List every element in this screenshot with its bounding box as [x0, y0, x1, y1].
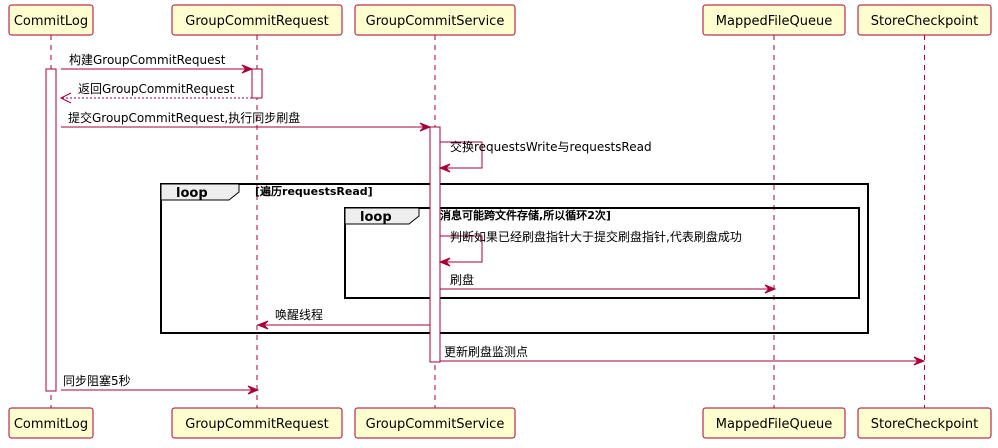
message-label: 构建GroupCommitRequest [69, 52, 226, 67]
participant-label: GroupCommitService [366, 14, 505, 29]
participant-gcs-bottom: GroupCommitService [354, 407, 516, 439]
message-m7: 唤醒线程 [256, 307, 430, 330]
frame-condition: [遍历requestsRead] [255, 184, 373, 198]
participant-gcs-top: GroupCommitService [354, 4, 516, 36]
frame-tab [160, 183, 240, 201]
message-label: 判断如果已经刷盘指针大于提交刷盘指针,代表刷盘成功 [450, 229, 742, 244]
message-m6: 刷盘 [440, 272, 777, 294]
participant-label: GroupCommitRequest [185, 14, 328, 29]
message-label: 同步阻塞5秒 [63, 373, 131, 388]
participant-box [702, 4, 846, 36]
participant-box [857, 407, 992, 439]
arrow-head [241, 64, 254, 74]
arrow-head [438, 163, 451, 173]
participant-scp-top: StoreCheckpoint [857, 4, 992, 36]
arrow-head [438, 257, 451, 267]
participant-label: StoreCheckpoint [871, 14, 979, 29]
arrow-head [913, 356, 926, 366]
frame-keyword: loop [360, 210, 392, 225]
participant-label: CommitLog [14, 417, 88, 432]
message-label: 返回GroupCommitRequest [78, 82, 235, 96]
participant-label: StoreCheckpoint [871, 417, 979, 432]
activation-bar-gcr [251, 68, 263, 99]
participant-label: CommitLog [14, 14, 88, 29]
message-m8: 更新刷盘监测点 [440, 344, 926, 366]
arrow-head [59, 92, 72, 104]
message-label: 唤醒线程 [275, 307, 323, 322]
participant-commitlog-top: CommitLog [8, 4, 94, 36]
frame-tab [344, 207, 420, 225]
frame-condition: [消息可能跨文件存储,所以循环2次] [435, 208, 611, 222]
loop-frame-inner: loop [消息可能跨文件存储,所以循环2次] [344, 207, 860, 299]
participant-label: GroupCommitService [366, 417, 505, 432]
message-m9: 同步阻塞5秒 [61, 373, 260, 395]
participant-box [354, 4, 516, 36]
frame-border [344, 207, 860, 299]
participant-box [171, 4, 343, 36]
message-line [440, 141, 483, 169]
message-label: 提交GroupCommitRequest,执行同步刷盘 [68, 110, 300, 125]
message-m1: 构建GroupCommitRequest [61, 52, 254, 74]
message-m2: 返回GroupCommitRequest [59, 82, 252, 104]
arrow-head [247, 385, 260, 395]
participant-box [857, 4, 992, 36]
message-m4: 交换requestsWrite与requestsRead [438, 139, 652, 173]
participant-label: MappedFileQueue [716, 417, 832, 432]
participant-gcr-top: GroupCommitRequest [171, 4, 343, 36]
arrow-head [419, 122, 432, 132]
message-line [440, 235, 483, 263]
participant-box [8, 407, 94, 439]
participant-label: MappedFileQueue [716, 14, 832, 29]
message-m3: 提交GroupCommitRequest,执行同步刷盘 [61, 110, 432, 132]
participant-box [354, 407, 516, 439]
message-m5: 判断如果已经刷盘指针大于提交刷盘指针,代表刷盘成功 [438, 229, 742, 267]
participant-commitlog-bottom: CommitLog [8, 407, 94, 439]
arrow-head [256, 320, 269, 330]
message-label: 刷盘 [450, 272, 474, 287]
arrow-head [764, 284, 777, 294]
message-label: 更新刷盘监测点 [444, 344, 528, 359]
message-label: 交换requestsWrite与requestsRead [450, 139, 652, 154]
frame-keyword: loop [176, 186, 208, 201]
participant-scp-bottom: StoreCheckpoint [857, 407, 992, 439]
participant-box [8, 4, 94, 36]
participant-mfq-top: MappedFileQueue [702, 4, 846, 36]
loop-frame-outer: loop [遍历requestsRead] [160, 183, 869, 334]
participant-gcr-bottom: GroupCommitRequest [171, 407, 343, 439]
participant-box [171, 407, 343, 439]
activation-bar-gcs [429, 126, 441, 363]
participant-label: GroupCommitRequest [185, 417, 328, 432]
participant-mfq-bottom: MappedFileQueue [702, 407, 846, 439]
participant-box [702, 407, 846, 439]
activation-bar-commitlog [45, 68, 57, 392]
frame-border [160, 183, 869, 334]
